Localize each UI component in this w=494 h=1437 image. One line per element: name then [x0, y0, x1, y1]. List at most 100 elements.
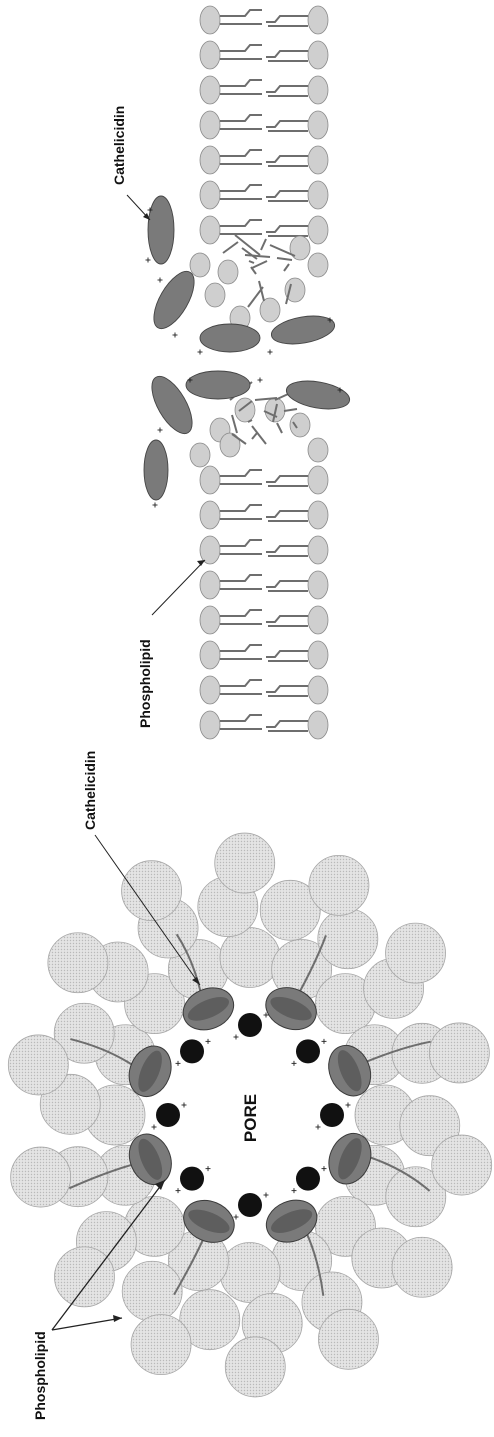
- lipid-tail: [266, 686, 308, 692]
- phospholipid-head-icon: [260, 298, 280, 322]
- lipid-tail: [266, 476, 308, 482]
- phospholipid-head-icon: [215, 833, 275, 893]
- cathelicidin-peptide-icon: [186, 371, 250, 399]
- lipid-tail: [266, 721, 308, 727]
- positive-charge-icon: [234, 1215, 239, 1220]
- lipid-tail: [220, 80, 262, 86]
- phospholipid-head-icon: [48, 933, 108, 993]
- phospholipid-head-icon: [200, 606, 220, 634]
- lipid-tail: [220, 575, 262, 581]
- lipid-tail: [266, 121, 308, 127]
- lipid-tail: [232, 415, 237, 433]
- phospholipid-head-icon: [218, 260, 238, 284]
- lipid-tail: [220, 470, 262, 476]
- arrow-phospholipid-mid: [152, 560, 205, 615]
- phospholipid-head-icon: [318, 909, 378, 969]
- black-bead: [296, 1039, 320, 1063]
- black-bead: [156, 1103, 180, 1127]
- positive-charge-icon: [176, 1188, 181, 1193]
- phospholipid-head-icon: [200, 501, 220, 529]
- upper-membrane-section: [190, 6, 328, 330]
- phospholipid-head-icon: [200, 76, 220, 104]
- phospholipid-head-icon: [429, 1023, 489, 1083]
- positive-charge-icon: [268, 350, 273, 355]
- label-cathelicidin-bottom: Cathelicidin: [82, 751, 98, 830]
- phospholipid-head-icon: [122, 861, 182, 921]
- cathelicidin-peptide-icon: [144, 440, 168, 500]
- phospholipid-head-icon: [205, 283, 225, 307]
- phospholipid-head-icon: [290, 413, 310, 437]
- cathelicidin-peptide-icon: [148, 196, 174, 264]
- phospholipid-head-icon: [200, 216, 220, 244]
- lipid-tail: [220, 185, 262, 191]
- phospholipid-head-icon: [308, 111, 328, 139]
- lipid-tail: [266, 546, 308, 552]
- phospholipid-head-icon: [308, 76, 328, 104]
- phospholipid-head-icon: [131, 1315, 191, 1375]
- positive-charge-icon: [198, 350, 203, 355]
- lipid-tail: [249, 261, 254, 263]
- cathelicidin-peptide-icon: [269, 312, 337, 349]
- phospholipid-head-icon: [54, 1247, 114, 1307]
- lipid-tail: [284, 264, 289, 271]
- phospholipid-head-icon: [200, 676, 220, 704]
- phospholipid-head-icon: [200, 6, 220, 34]
- black-bead: [180, 1167, 204, 1191]
- lipid-tail: [220, 150, 262, 156]
- lipid-tail: [266, 511, 308, 517]
- positive-charge-icon: [158, 428, 163, 433]
- positive-charge-icon: [146, 258, 151, 263]
- lower-membrane-section: [190, 382, 328, 739]
- lipid-tail: [220, 45, 262, 51]
- phospholipid-head-icon: [309, 855, 369, 915]
- phospholipid-head-icon: [308, 146, 328, 174]
- lipid-tail: [220, 645, 262, 651]
- phospholipid-head-icon: [200, 641, 220, 669]
- lipid-tail: [266, 581, 308, 587]
- positive-charge-icon: [153, 503, 158, 508]
- positive-charge-icon: [173, 333, 178, 338]
- phospholipid-head-icon: [122, 1261, 182, 1321]
- lipid-tail: [266, 191, 308, 197]
- lipid-tail: [220, 610, 262, 616]
- lipid-tail: [245, 255, 270, 257]
- phospholipid-head-icon: [200, 711, 220, 739]
- toroidal-pore-cross-section: [144, 6, 352, 739]
- lipid-tail: [261, 239, 266, 250]
- lipid-tail: [266, 16, 308, 22]
- lipid-tail: [266, 651, 308, 657]
- phospholipid-head-icon: [290, 236, 310, 260]
- phospholipid-head-icon: [318, 1309, 378, 1369]
- lipid-tail: [266, 226, 308, 232]
- positive-charge-icon: [176, 1061, 181, 1066]
- lipid-tail: [266, 616, 308, 622]
- phospholipid-head-icon: [11, 1147, 71, 1207]
- positive-charge-icon: [258, 378, 263, 383]
- lipid-tail: [266, 156, 308, 162]
- positive-charge-icon: [346, 1103, 351, 1108]
- lipid-tail: [220, 540, 262, 546]
- arrowhead-icon: [113, 1315, 122, 1322]
- phospholipid-head-icon: [308, 6, 328, 34]
- black-bead: [296, 1167, 320, 1191]
- lipid-tail: [220, 505, 262, 511]
- lipid-tail: [284, 409, 297, 411]
- phospholipid-head-icon: [200, 571, 220, 599]
- cathelicidin-peptide-icon: [200, 324, 260, 352]
- lipid-tail: [220, 680, 262, 686]
- arrow-phospholipid-bottom-2: [52, 1318, 122, 1330]
- positive-charge-icon: [321, 1039, 326, 1044]
- lipid-tail: [266, 51, 308, 57]
- phospholipid-head-icon: [190, 443, 210, 467]
- label-cathelicidin-top: Cathelicidin: [111, 106, 127, 185]
- phospholipid-head-icon: [200, 111, 220, 139]
- cathelicidin-peptide-icon: [146, 265, 202, 334]
- phospholipid-head-icon: [308, 571, 328, 599]
- phospholipid-head-icon: [308, 676, 328, 704]
- phospholipid-head-icon: [308, 216, 328, 244]
- lipid-tail: [220, 220, 262, 226]
- phospholipid-head-icon: [225, 1337, 285, 1397]
- pore-label: PORE: [241, 1094, 260, 1142]
- lipid-tail: [277, 258, 292, 260]
